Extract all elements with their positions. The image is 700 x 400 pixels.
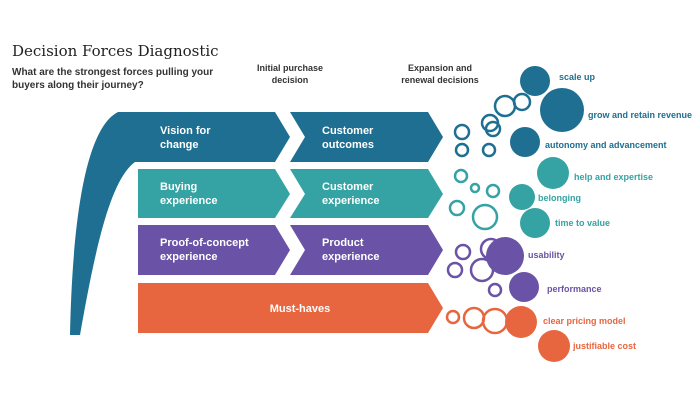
vision-arrow-right [290, 112, 443, 162]
buying-arrow-left [138, 169, 290, 218]
buying-bubbles [448, 168, 501, 231]
vision-swoosh [70, 112, 290, 335]
bubble-belonging [509, 184, 535, 210]
bubble-grow [540, 88, 584, 132]
buying-arrow-right [290, 169, 443, 218]
force-time-to-value: time to value [555, 218, 611, 228]
proof-arrow-right [290, 225, 443, 275]
label-proof-of-concept: Proof-of-concept experience [160, 237, 249, 263]
bubble-usability [486, 237, 524, 275]
label-must-haves: Must-haves [269, 303, 331, 315]
bubble-scale-up [520, 66, 550, 96]
force-clear-pricing: clear pricing model [543, 316, 626, 326]
vision-bubbles [453, 92, 532, 158]
page-subtitle: What are the strongest forces pulling yo… [12, 67, 214, 91]
label-vision-for-change: Vision for change [160, 125, 211, 151]
bubble-performance [509, 272, 539, 302]
proof-arrow-left [138, 225, 290, 275]
page-title: Decision Forces Diagnostic [12, 42, 219, 60]
label-buying-experience: Buying experience [160, 181, 218, 207]
force-usability: usability [528, 250, 565, 260]
force-scale-up: scale up [559, 72, 596, 82]
must-haves-arrow [138, 283, 443, 333]
force-help-and-expertise: help and expertise [574, 172, 654, 182]
bubble-time [520, 208, 550, 238]
bubble-autonomy [510, 127, 540, 157]
force-justifiable-cost: justifiable cost [573, 341, 637, 351]
force-autonomy: autonomy and advancement [545, 140, 667, 150]
must-haves-bubbles [445, 306, 509, 335]
column-header-initial: Initial purchase decision [256, 63, 324, 85]
bubble-pricing [505, 306, 537, 338]
bubble-help [537, 157, 569, 189]
force-belonging: belonging [538, 193, 581, 203]
label-product-experience: Product experience [322, 237, 380, 263]
force-grow-and-retain: grow and retain revenue [588, 110, 693, 120]
force-performance: performance [547, 284, 602, 294]
label-customer-outcomes: Customer outcomes [322, 125, 374, 151]
column-header-expansion: Expansion and renewal decisions [401, 63, 479, 85]
bubble-cost [538, 330, 570, 362]
label-customer-experience: Customer experience [322, 181, 380, 207]
